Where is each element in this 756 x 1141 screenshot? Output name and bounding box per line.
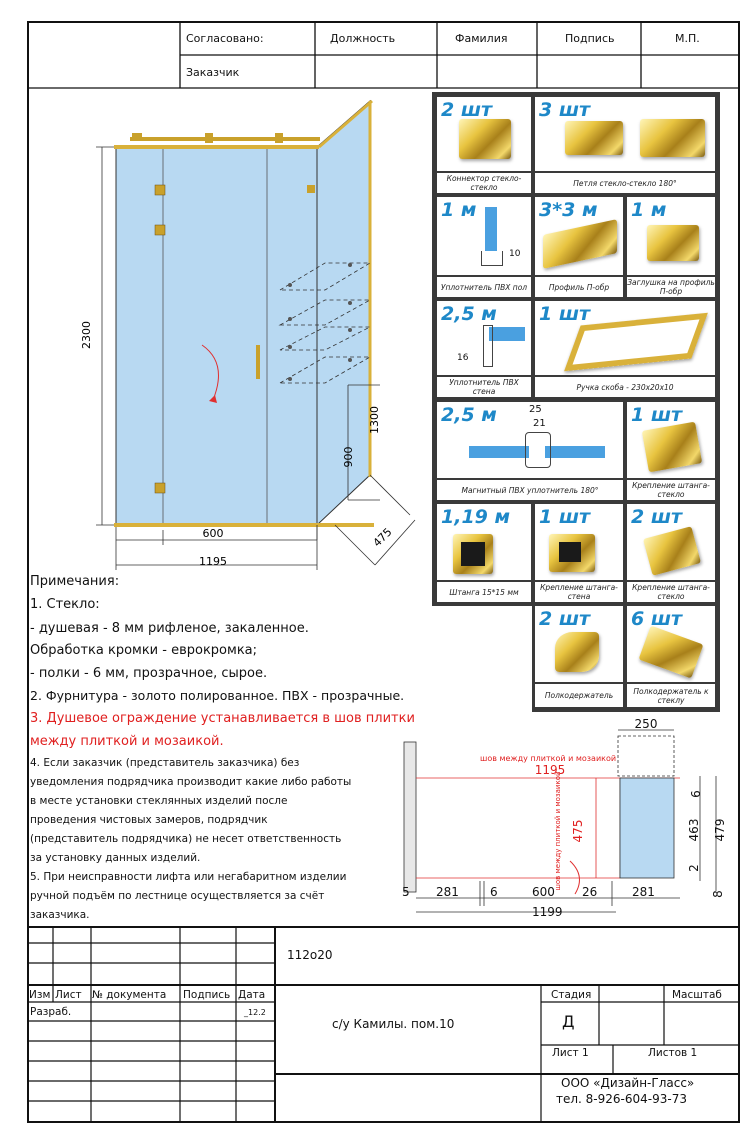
notes-item-1b: Обработка кромки - еврокромка;	[30, 643, 258, 658]
notes-item-5-line-3: заказчика.	[30, 909, 90, 921]
dim-lower-height: 900	[342, 447, 355, 468]
plan-dim-6: 6	[689, 790, 703, 798]
header-surname: Фамилия	[455, 32, 508, 45]
dim-shelf-height: 1300	[368, 406, 381, 434]
gallery-tile-end-cap: 1 м	[627, 197, 715, 275]
header-customer: Заказчик	[186, 66, 240, 79]
gallery-caption-rod-glass-bracket-2: Крепление штанга-стекло	[627, 582, 715, 602]
gallery-caption-magnetic-seal: Магнитный ПВХ уплотнитель 180°	[437, 480, 623, 500]
title-developer: Разраб.	[30, 1006, 72, 1018]
title-stage-label: Стадия	[551, 989, 592, 1001]
header-position: Должность	[330, 32, 396, 45]
header-stamp: М.П.	[675, 32, 700, 45]
gallery-caption-seal-floor: Уплотнитель ПВХ пол	[437, 277, 531, 297]
plan-top-width: 1195	[535, 763, 566, 777]
notes-item-4-line-4: проведения чистовых замеров, подрядчик	[30, 814, 268, 826]
header-agreed: Согласовано:	[186, 32, 264, 45]
approval-table-grid	[29, 21, 740, 89]
plan-bottom-5: 5	[402, 885, 410, 899]
title-project-code: 112о20	[287, 948, 333, 962]
plan-side-note: шов между плиткой и мозаикой	[554, 771, 562, 890]
gallery-tile-seal-floor: 1 м 10	[437, 197, 531, 275]
gallery-tile-seal-wall: 2,5 м 16	[437, 301, 531, 375]
gallery-tile-shelf-holder-glass: 6 шт	[627, 606, 715, 682]
gallery-caption-rod: Штанга 15*15 мм	[437, 582, 531, 602]
plan-side-depth: 475	[571, 820, 585, 843]
dim-bottom-total: 1195	[199, 555, 227, 568]
gallery-tile-shelf-holder: 2 шт	[535, 606, 623, 682]
title-date: _12.2	[244, 1008, 266, 1017]
notes-item-4-line-1: 4. Если заказчик (представитель заказчик…	[30, 757, 300, 769]
title-col-izm: Изм	[29, 989, 51, 1001]
gallery-caption-seal-wall: Уплотнитель ПВХ стена	[437, 377, 531, 397]
title-col-list: Лист	[55, 989, 82, 1001]
fittings-gallery: 2 шт 3 шт Коннектор стекло-стекло Петля …	[432, 92, 720, 712]
notes-item-2: 2. Фурнитура - золото полированное. ПВХ …	[30, 688, 405, 703]
notes-item-4-line-3: в месте установки стеклянных изделий пос…	[30, 795, 288, 807]
gallery-tile-connector: 2 шт	[437, 97, 531, 171]
dim-height: 2300	[80, 321, 93, 349]
notes-item-1c: - полки - 6 мм, прозрачное, сырое.	[30, 666, 268, 681]
title-scale-label: Масштаб	[672, 989, 722, 1001]
plan-view-drawing: шов между плиткой и мозаикой 1195 шов ме…	[402, 717, 727, 919]
title-col-sign: Подпись	[183, 989, 231, 1001]
notes-item-3b: между плиткой и мозаикой.	[30, 734, 224, 749]
gallery-caption-rod-glass-bracket: Крепление штанга-стекло	[627, 480, 715, 500]
title-col-doc: № документа	[92, 989, 167, 1001]
notes-item-1: 1. Стекло:	[30, 597, 100, 612]
gallery-tile-handle: 1 шт	[535, 301, 715, 375]
gallery-caption-shelf-holder: Полкодержатель	[535, 684, 623, 707]
notes-item-4-line-6: за установку данных изделий.	[30, 852, 201, 864]
title-sheets: Листов 1	[648, 1047, 698, 1059]
title-phone: тел. 8-926-604-93-73	[556, 1092, 687, 1106]
plan-bottom-281a: 281	[436, 885, 459, 899]
gallery-tile-rod-glass-bracket-2: 2 шт	[627, 504, 715, 580]
gallery-caption-connector: Коннектор стекло-стекло	[437, 173, 531, 193]
header-signature: Подпись	[565, 32, 615, 45]
plan-bottom-281b: 281	[632, 885, 655, 899]
plan-dim-8: 8	[711, 890, 725, 898]
notes-item-5-line-1: 5. При неисправности лифта или негабарит…	[30, 871, 347, 883]
title-object-name: с/у Камилы. пом.10	[332, 1017, 455, 1031]
title-block-grid	[27, 926, 740, 1122]
gallery-tile-rod-glass-bracket: 1 шт	[627, 402, 715, 478]
title-col-date: Дата	[238, 989, 266, 1001]
plan-dim-479: 479	[713, 819, 727, 842]
plan-bottom-1199: 1199	[532, 905, 563, 919]
sheet-frame	[27, 21, 740, 1123]
title-sheet: Лист 1	[552, 1047, 589, 1059]
gallery-caption-shelf-holder-glass: Полкодержатель к стеклу	[627, 684, 715, 707]
gallery-tile-magnetic-seal: 2,5 м 25 21	[437, 402, 623, 478]
gallery-caption-hinge: Петля стекло-стекло 180°	[535, 173, 715, 193]
title-stage: Д	[562, 1012, 575, 1031]
shower-front-drawing: 2300 1300 900 475 600 1195	[80, 99, 416, 570]
dim-bottom-inner: 600	[203, 527, 224, 540]
dim-depth: 475	[371, 526, 395, 550]
gallery-tile-u-profile: 3*3 м	[535, 197, 623, 275]
plan-bottom-6: 6	[490, 885, 498, 899]
gallery-caption-rod-wall-bracket: Крепление штанга-стена	[535, 582, 623, 602]
plan-seam-label: шов между плиткой и мозаикой	[480, 754, 616, 763]
gallery-caption-end-cap: Заглушка на профиль П-обр	[627, 277, 715, 297]
notes-item-5-line-2: ручной подъём по лестнице осуществляется…	[30, 890, 325, 902]
notes-title: Примечания:	[30, 574, 120, 589]
gallery-tile-rod-wall-bracket: 1 шт	[535, 504, 623, 580]
title-company: ООО «Дизайн-Гласс»	[561, 1076, 695, 1090]
plan-dim-463: 463	[687, 819, 701, 842]
notes-item-1a: - душевая - 8 мм рифленое, закаленное.	[30, 621, 309, 636]
gallery-caption-handle: Ручка скоба - 230х20х10	[535, 377, 715, 397]
plan-bottom-600: 600	[532, 885, 555, 899]
notes-item-4-line-2: уведомления подрядчика производит какие …	[30, 776, 352, 788]
plan-top-right: 250	[635, 717, 658, 731]
notes-item-4-line-5: (представитель подрядчика) не несет отве…	[30, 833, 342, 845]
plan-dim-2: 2	[687, 864, 701, 872]
gallery-tile-rod: 1,19 м	[437, 504, 531, 580]
gallery-caption-u-profile: Профиль П-обр	[535, 277, 623, 297]
gallery-tile-hinge: 3 шт	[535, 97, 715, 171]
plan-bottom-26: 26	[582, 885, 597, 899]
notes-item-3a: 3. Душевое ограждение устанавливается в …	[30, 711, 415, 726]
